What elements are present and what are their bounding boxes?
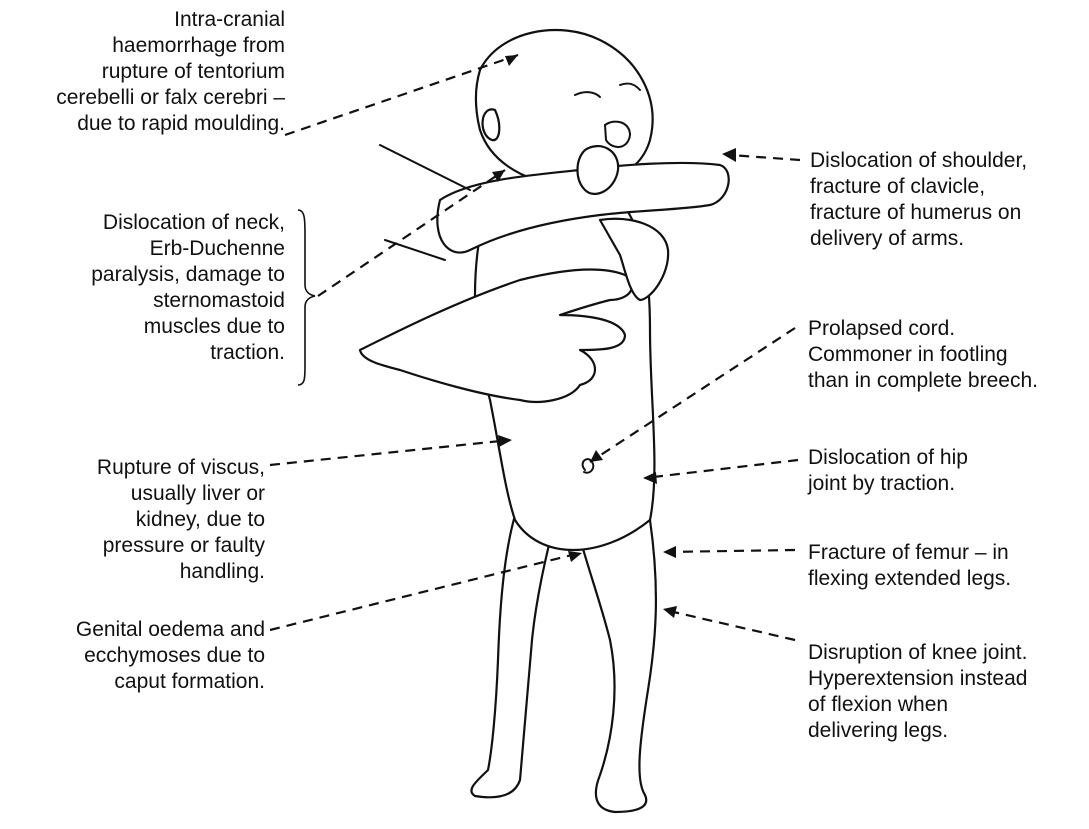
arrow-knee bbox=[663, 606, 677, 618]
arm-line-2 bbox=[385, 240, 445, 260]
pointer-hip bbox=[645, 460, 798, 478]
arrow-genital bbox=[568, 551, 582, 562]
arrow-femur bbox=[663, 546, 676, 558]
pointer-knee bbox=[665, 610, 795, 640]
label-neck: Dislocation of neck, Erb-Duchenne paraly… bbox=[91, 210, 285, 366]
label-viscus: Rupture of viscus, usually liver or kidn… bbox=[97, 455, 265, 585]
head bbox=[476, 30, 653, 186]
label-intracranial: Intra-cranial haemorrhage from rupture o… bbox=[56, 7, 285, 137]
pointer-femur bbox=[665, 550, 795, 552]
right-leg bbox=[575, 520, 656, 812]
label-cord: Prolapsed cord. Commoner in footling tha… bbox=[808, 316, 1038, 394]
pointer-shoulder bbox=[730, 155, 800, 160]
label-hip: Dislocation of hip joint by traction. bbox=[808, 445, 968, 497]
ear bbox=[483, 109, 500, 140]
arm-line-1 bbox=[380, 145, 470, 190]
arrow-shoulder bbox=[722, 148, 736, 162]
label-shoulder: Dislocation of shoulder, fracture of cla… bbox=[810, 148, 1027, 252]
label-femur: Fracture of femur – in flexing extended … bbox=[808, 540, 1011, 592]
label-knee: Disruption of knee joint. Hyperextension… bbox=[808, 640, 1027, 744]
pointer-viscus bbox=[270, 440, 510, 465]
label-genital: Genital oedema and ecchymoses due to cap… bbox=[76, 617, 265, 695]
brace bbox=[298, 210, 315, 385]
